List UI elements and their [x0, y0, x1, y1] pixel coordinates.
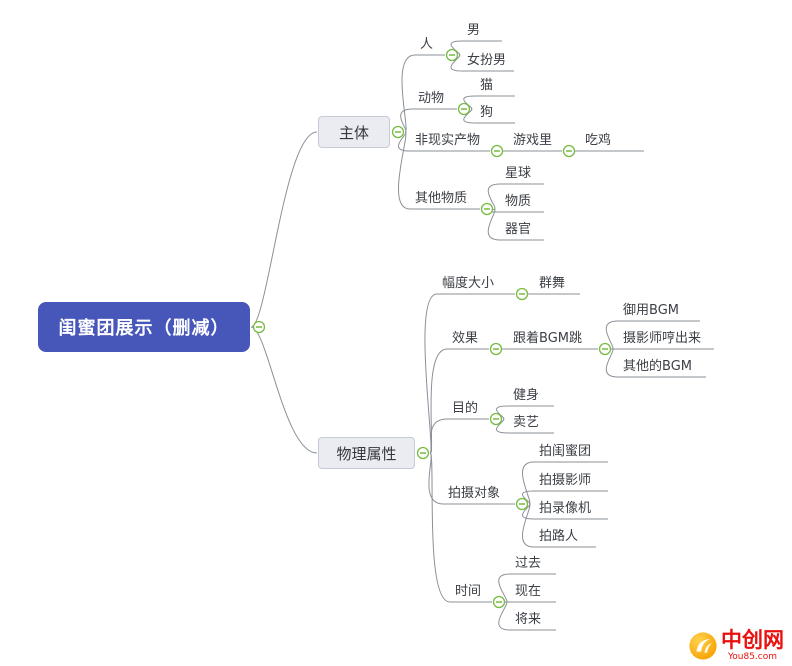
collapse-icon[interactable]: [515, 497, 529, 511]
mindmap-topic[interactable]: 目的: [452, 401, 479, 416]
connector: [522, 503, 535, 548]
collapse-icon[interactable]: [445, 48, 459, 62]
collapse-icon[interactable]: [489, 342, 503, 356]
mindmap-topic[interactable]: 健身: [513, 388, 540, 403]
mindmap-topic[interactable]: 星球: [505, 166, 532, 181]
collapse-icon[interactable]: [391, 125, 405, 139]
collapse-icon[interactable]: [489, 412, 503, 426]
collapse-icon[interactable]: [457, 102, 471, 116]
mindmap-topic[interactable]: 跟着BGM跳: [513, 331, 582, 346]
zhongchuang-logo-icon: [689, 632, 717, 660]
mindmap-topic[interactable]: 非现实产物: [415, 133, 481, 148]
collapse-icon[interactable]: [416, 446, 430, 460]
mindmap-topic[interactable]: 过去: [515, 556, 542, 571]
mindmap-topic[interactable]: 狗: [480, 105, 494, 120]
mindmap-topic[interactable]: 动物: [418, 91, 445, 106]
mindmap-topic[interactable]: 器官: [505, 222, 532, 237]
watermark-domain: You85.com: [727, 652, 778, 662]
mindmap-topic[interactable]: 物质: [505, 194, 532, 209]
mindmap-topic[interactable]: 游戏里: [513, 133, 553, 148]
connector: [605, 348, 619, 378]
connector: [487, 208, 501, 241]
connector: [450, 54, 463, 72]
mindmap-topic[interactable]: 其他的BGM: [623, 359, 692, 374]
collapse-icon[interactable]: [490, 144, 504, 158]
connector: [398, 131, 411, 210]
collapse-icon[interactable]: [480, 202, 494, 216]
connector: [463, 108, 476, 124]
mindmap-topic[interactable]: 御用BGM: [623, 303, 679, 318]
connector: [498, 601, 511, 631]
mindmap-topic[interactable]: 吃鸡: [585, 133, 612, 148]
mindmap-branch[interactable]: 主体: [318, 116, 390, 148]
mindmap-topic[interactable]: 摄影师哼出来: [623, 331, 702, 346]
mindmap-topic[interactable]: 效果: [452, 331, 479, 346]
collapse-icon[interactable]: [252, 320, 266, 334]
collapse-icon[interactable]: [598, 342, 612, 356]
mindmap-topic[interactable]: 将来: [515, 612, 542, 627]
mindmap-topic[interactable]: 群舞: [539, 276, 566, 291]
mindmap-topic[interactable]: 人: [420, 37, 434, 52]
mindmap-topic[interactable]: 男: [467, 23, 481, 38]
collapse-icon[interactable]: [562, 144, 576, 158]
mindmap-topic[interactable]: 幅度大小: [442, 276, 495, 291]
watermark: 中创网 You85.com: [688, 630, 784, 662]
mindmap-topic[interactable]: 猫: [480, 78, 494, 93]
connector: [429, 452, 451, 603]
collapse-icon[interactable]: [492, 595, 506, 609]
connector: [424, 293, 438, 454]
mindmap-root[interactable]: 闺蜜团展示（删减）: [38, 302, 250, 352]
mindmap-topic[interactable]: 拍摄影师: [539, 473, 592, 488]
mindmap-topic[interactable]: 拍摄对象: [448, 486, 501, 501]
mindmap-topic[interactable]: 卖艺: [513, 415, 540, 430]
mindmap-topic[interactable]: 拍路人: [539, 529, 579, 544]
mindmap-topic[interactable]: 拍录像机: [539, 501, 592, 516]
mindmap-topic[interactable]: 女扮男: [467, 53, 507, 68]
mindmap-topic[interactable]: 其他物质: [415, 191, 468, 206]
watermark-brand: 中创网: [721, 628, 784, 652]
connector: [605, 320, 619, 350]
mindmap-topic[interactable]: 拍闺蜜团: [539, 444, 592, 459]
mindmap-topic[interactable]: 时间: [455, 584, 482, 599]
collapse-icon[interactable]: [515, 287, 529, 301]
connector: [429, 418, 448, 454]
mindmap-topic[interactable]: 现在: [515, 584, 542, 599]
connector: [400, 108, 414, 133]
connector: [250, 131, 318, 328]
mindmap-branch[interactable]: 物理属性: [318, 437, 415, 469]
connector: [487, 183, 501, 210]
connector: [498, 573, 511, 603]
connector: [496, 418, 509, 434]
